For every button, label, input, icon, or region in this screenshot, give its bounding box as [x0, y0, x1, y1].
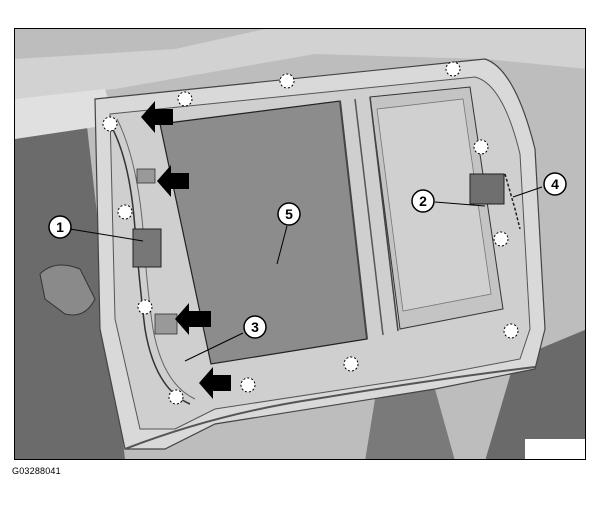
harness-left [109, 123, 191, 405]
location-arrow [157, 165, 189, 197]
leader-lines [69, 186, 543, 362]
front-trim [124, 366, 536, 450]
harness-left-2 [116, 118, 196, 400]
visor-mount [39, 264, 96, 316]
callout-2: 2 [411, 189, 435, 213]
location-arrow [175, 303, 211, 335]
headliner-top [15, 29, 585, 99]
leader-line-5 [276, 225, 288, 265]
sunroof-diagram: 1 2 3 4 5 [15, 29, 585, 459]
leader-line-1 [69, 228, 144, 242]
callout-3: 3 [243, 315, 267, 339]
fastener-marker [445, 61, 461, 77]
callout-4: 4 [543, 172, 567, 196]
right-lower-dark [485, 329, 585, 459]
center-rail-c [369, 96, 399, 332]
fastener-marker [137, 299, 153, 315]
callout-label-3: 3 [251, 319, 259, 335]
center-rail-a [339, 100, 368, 340]
leader-line-4 [512, 186, 543, 198]
fastener-markers [102, 61, 519, 405]
harness-right [504, 173, 521, 230]
fastener-marker [279, 73, 295, 89]
callout-label-1: 1 [56, 219, 64, 235]
leader-line-3 [184, 332, 244, 362]
connector-left [132, 228, 162, 268]
fastener-marker [503, 323, 519, 339]
callout-label-5: 5 [285, 206, 293, 222]
fastener-marker [240, 377, 256, 393]
fastener-marker [343, 356, 359, 372]
fastener-marker [473, 139, 489, 155]
callout-5: 5 [277, 202, 301, 226]
figure-id-label: G03288041 [12, 466, 61, 476]
fastener-marker [117, 204, 133, 220]
diagram-frame: 1 2 3 4 5 [14, 28, 586, 460]
corner-tab [525, 439, 585, 459]
callout-1: 1 [48, 215, 72, 239]
location-arrows [141, 101, 231, 399]
leader-line-2 [434, 201, 486, 207]
fastener-marker [177, 91, 193, 107]
rear-mirror-bracket [365, 389, 455, 459]
clip-left-lower [154, 313, 178, 335]
fastener-marker [493, 231, 509, 247]
callout-label-2: 2 [419, 193, 427, 209]
center-rail-b [354, 98, 384, 336]
location-arrow [141, 101, 173, 133]
callout-label-4: 4 [551, 176, 559, 192]
location-arrow [199, 367, 231, 399]
fastener-marker [168, 389, 184, 405]
clip-left-upper [136, 168, 156, 184]
fastener-marker [102, 116, 118, 132]
connector-right [469, 173, 505, 205]
left-rail-light [15, 89, 115, 139]
